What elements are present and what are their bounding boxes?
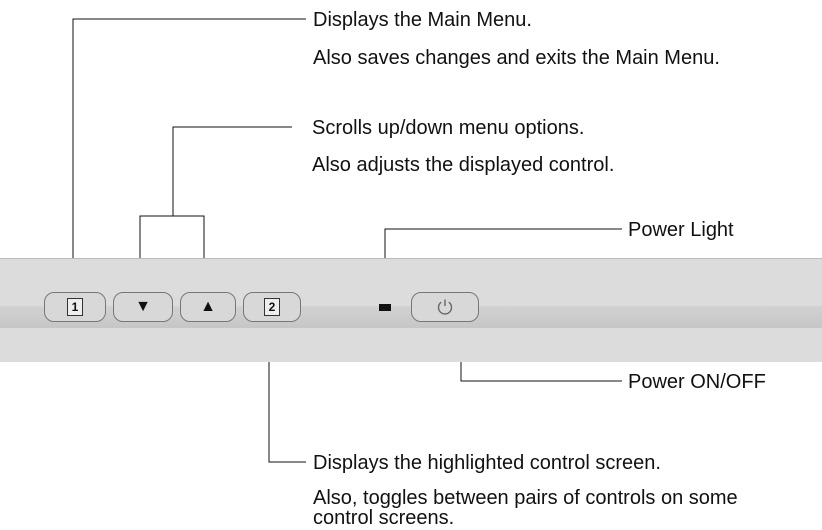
power-icon [437,299,453,315]
up-button[interactable]: ▲ [180,292,236,322]
control-description-line3: control screens. [313,507,455,529]
down-arrow-icon: ▼ [135,298,151,315]
leader-scroll [172,126,292,216]
control-description-line1: Displays the highlighted control screen. [313,452,661,474]
key-1-icon: 1 [67,298,83,316]
scroll-description-line1: Scrolls up/down menu options. [312,117,585,139]
main-menu-description-line1: Displays the Main Menu. [313,9,532,31]
menu-button-1[interactable]: 1 [44,292,106,322]
down-button[interactable]: ▼ [113,292,173,322]
control-description-line2: Also, toggles between pairs of controls … [313,487,738,509]
power-led-indicator [379,304,391,311]
menu-button-2[interactable]: 2 [243,292,301,322]
power-light-label: Power Light [628,219,734,241]
power-onoff-label: Power ON/OFF [628,371,766,393]
leader-scroll-up [139,215,205,283]
scroll-description-line2: Also adjusts the displayed control. [312,154,615,176]
up-arrow-icon: ▲ [200,298,216,315]
leader-control-screen [268,315,306,463]
key-2-icon: 2 [264,298,280,316]
main-menu-description-line2: Also saves changes and exits the Main Me… [313,47,720,69]
power-button[interactable] [411,292,479,322]
bezel-edge [0,258,822,259]
leader-main-menu [72,18,306,296]
